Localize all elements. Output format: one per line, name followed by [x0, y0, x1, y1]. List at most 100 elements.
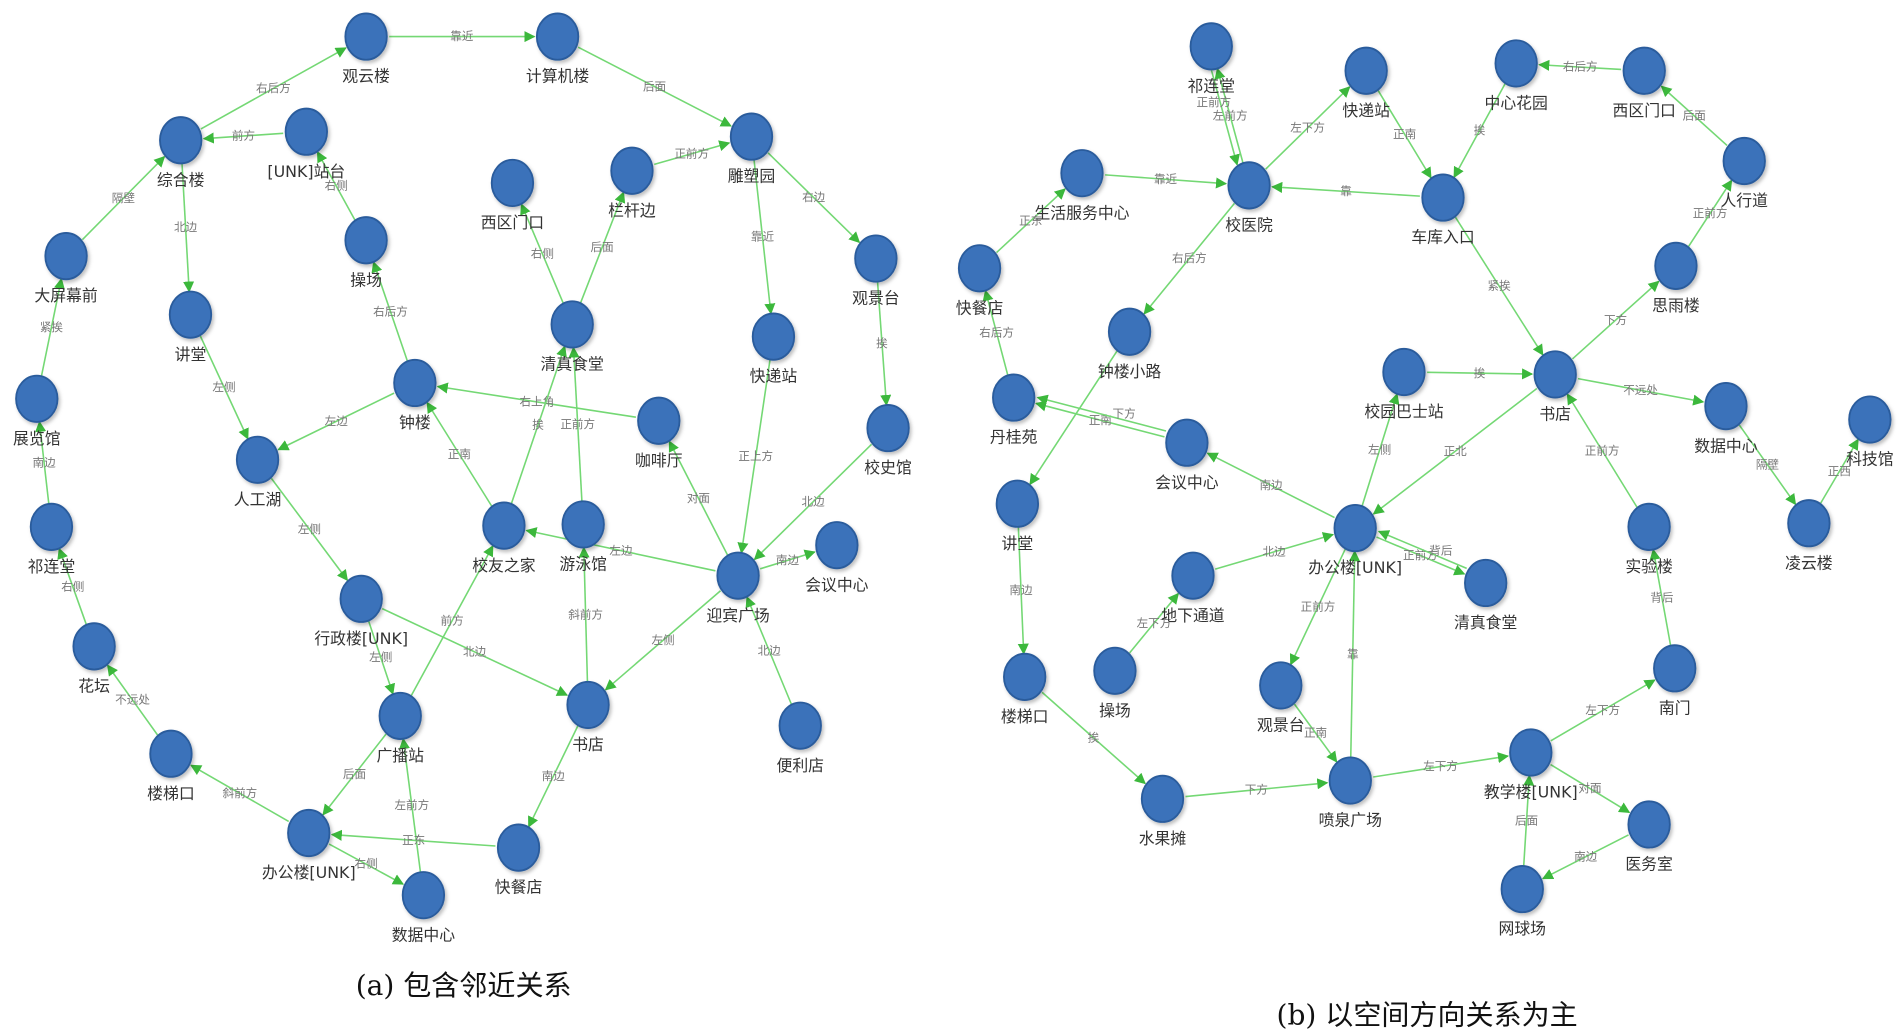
relation-edge[interactable] — [1214, 67, 1244, 164]
relation-edge[interactable] — [759, 549, 816, 570]
entity-node[interactable]: 游泳馆 — [559, 500, 607, 574]
entity-node[interactable]: 会议中心 — [805, 521, 869, 594]
entity-node[interactable]: 清真食堂 — [541, 300, 604, 374]
entity-node[interactable]: 花坛 — [72, 622, 116, 696]
node-circle[interactable] — [1060, 149, 1104, 198]
relation-edge[interactable] — [277, 392, 395, 451]
node-circle[interactable] — [550, 300, 594, 349]
node-circle[interactable] — [1627, 800, 1671, 849]
node-circle[interactable] — [168, 290, 213, 339]
entity-node[interactable]: 快餐店 — [956, 244, 1004, 317]
relation-edge[interactable] — [668, 440, 729, 556]
relation-edge[interactable] — [876, 281, 892, 407]
node-circle[interactable] — [957, 244, 1002, 293]
entity-node[interactable]: 讲堂 — [995, 479, 1040, 553]
node-circle[interactable] — [287, 808, 331, 858]
relation-edge[interactable] — [1214, 532, 1335, 570]
relation-edge[interactable] — [398, 737, 422, 873]
relation-edge[interactable] — [1454, 216, 1544, 356]
node-circle[interactable] — [393, 358, 437, 408]
node-circle[interactable] — [159, 116, 203, 165]
entity-node[interactable]: 清真食堂 — [1454, 558, 1517, 632]
node-circle[interactable] — [284, 107, 328, 156]
relation-edge[interactable] — [40, 277, 65, 377]
node-circle[interactable] — [482, 501, 526, 550]
node-circle[interactable] — [1848, 395, 1892, 444]
relation-edge[interactable] — [577, 46, 732, 127]
entity-node[interactable]: 办公楼[UNK] — [1308, 503, 1402, 577]
node-circle[interactable] — [815, 521, 859, 570]
node-circle[interactable] — [1627, 502, 1671, 551]
relation-edge[interactable] — [35, 420, 50, 504]
node-circle[interactable] — [1259, 661, 1303, 710]
relation-edge[interactable] — [1143, 202, 1236, 315]
relation-edge[interactable] — [1210, 70, 1240, 166]
entity-node[interactable]: 综合楼 — [157, 116, 205, 189]
relation-edge[interactable] — [426, 401, 493, 507]
relation-edge[interactable] — [1550, 679, 1656, 742]
entity-node[interactable]: 中心花园 — [1484, 39, 1548, 113]
node-circle[interactable] — [496, 823, 541, 872]
relation-edge[interactable] — [181, 163, 195, 293]
entity-node[interactable]: 钟楼小路 — [1098, 307, 1162, 381]
relation-edge[interactable] — [579, 191, 626, 304]
node-circle[interactable] — [1328, 756, 1372, 805]
entity-node[interactable]: 校园巴士站 — [1364, 347, 1444, 421]
entity-node[interactable]: 观云楼 — [342, 12, 390, 86]
node-circle[interactable] — [995, 479, 1040, 528]
entity-node[interactable]: 便利店 — [776, 701, 824, 775]
relation-edge[interactable] — [202, 132, 284, 144]
node-circle[interactable] — [566, 680, 610, 730]
node-circle[interactable] — [235, 435, 280, 484]
relation-edge[interactable] — [1372, 387, 1538, 515]
entity-node[interactable]: 栏杆边 — [608, 146, 656, 220]
relation-edge[interactable] — [1348, 550, 1361, 758]
node-circle[interactable] — [401, 871, 446, 920]
entity-node[interactable]: 医务室 — [1625, 800, 1673, 874]
relation-edge[interactable] — [995, 188, 1066, 254]
entity-node[interactable]: 计算机楼 — [526, 12, 590, 86]
relation-edge[interactable] — [381, 607, 569, 696]
relation-edge[interactable] — [1293, 703, 1338, 763]
relation-edge[interactable] — [1377, 90, 1432, 179]
node-circle[interactable] — [44, 232, 88, 281]
node-circle[interactable] — [778, 701, 822, 750]
node-circle[interactable] — [1654, 241, 1698, 290]
node-circle[interactable] — [1653, 644, 1697, 693]
node-circle[interactable] — [1464, 558, 1508, 608]
entity-node[interactable]: 讲堂 — [168, 290, 213, 364]
relation-edge[interactable] — [1373, 752, 1510, 778]
entity-node[interactable]: 楼梯口 — [1001, 652, 1049, 726]
entity-node[interactable]: 雕塑园 — [728, 112, 776, 186]
relation-edge[interactable] — [367, 620, 396, 695]
relation-edge[interactable] — [1129, 592, 1179, 654]
entity-node[interactable]: 钟楼 — [393, 358, 437, 432]
node-circle[interactable] — [378, 691, 422, 740]
relation-edge[interactable] — [1660, 85, 1728, 147]
node-circle[interactable] — [339, 574, 383, 623]
node-circle[interactable] — [1704, 382, 1748, 431]
entity-node[interactable]: 生活服务中心 — [1034, 149, 1130, 222]
entity-node[interactable]: 迎宾广场 — [706, 551, 770, 625]
entity-node[interactable]: 科技馆 — [1846, 395, 1894, 469]
relation-edge[interactable] — [745, 596, 793, 705]
node-circle[interactable] — [1500, 865, 1544, 914]
entity-node[interactable]: 西区门口 — [481, 158, 544, 232]
entity-node[interactable]: 观景台 — [852, 234, 900, 308]
relation-edge[interactable] — [1538, 59, 1622, 71]
relation-edge[interactable] — [1566, 393, 1638, 508]
node-circle[interactable] — [1787, 499, 1831, 548]
node-circle[interactable] — [1333, 503, 1377, 553]
entity-node[interactable]: 操场 — [1093, 646, 1137, 720]
relation-edge[interactable] — [1550, 763, 1631, 814]
relation-edge[interactable] — [200, 47, 347, 130]
relation-edge[interactable] — [436, 382, 637, 418]
relation-edge[interactable] — [81, 155, 166, 241]
relation-edge[interactable] — [190, 764, 290, 823]
relation-edge[interactable] — [737, 359, 771, 554]
entity-node[interactable]: 楼梯口 — [147, 729, 195, 803]
relation-edge[interactable] — [270, 477, 349, 582]
relation-edge[interactable] — [1036, 394, 1167, 432]
relation-edge[interactable] — [753, 159, 776, 315]
relation-edge[interactable] — [316, 151, 356, 221]
